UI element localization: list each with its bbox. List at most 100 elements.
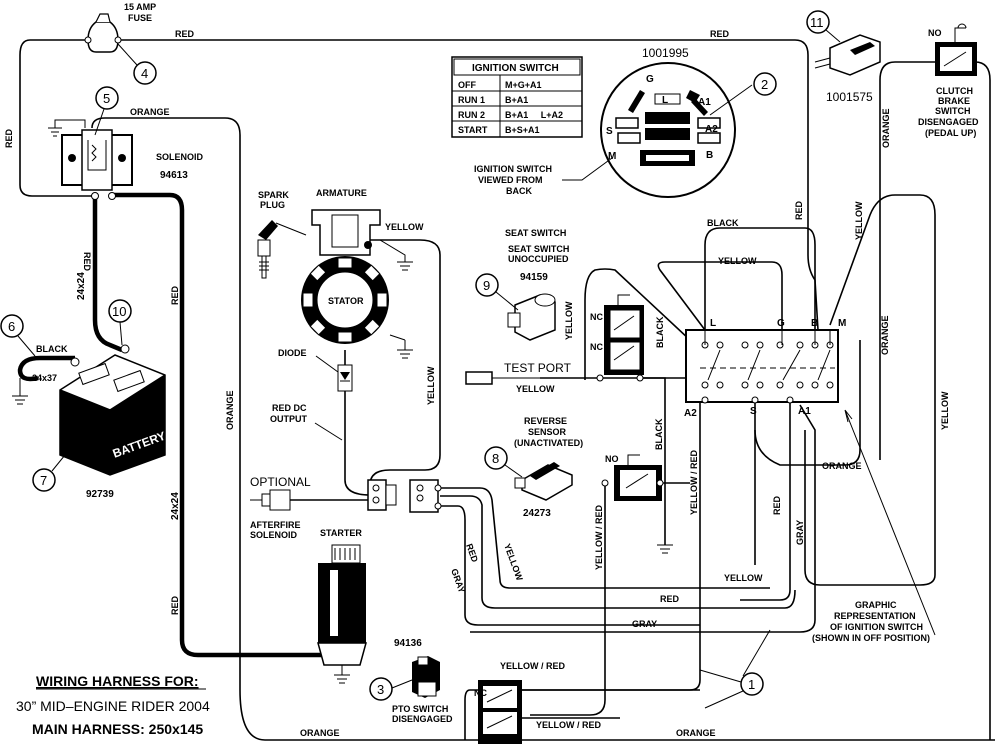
wire-yellow-testport: YELLOW — [516, 384, 555, 394]
wire-gray-lower: GRAY — [632, 619, 657, 629]
seat-switch: SEAT SWITCH SEAT SWITCH UNOCCUPIED 94159… — [505, 228, 644, 382]
black-wire-top — [704, 227, 816, 340]
orange-wire-s — [754, 340, 861, 466]
afterfire-label-2: SOLENOID — [250, 530, 298, 540]
wire-yellow-harness: YELLOW — [502, 542, 525, 582]
yellow-wire-right — [974, 61, 991, 740]
harness-title-l1: WIRING HARNESS FOR: — [36, 673, 199, 689]
svg-text:8: 8 — [492, 451, 499, 466]
yellow-wire-g — [657, 261, 783, 331]
terminal-a1: A1 — [698, 97, 711, 108]
clutch-no-label: NO — [928, 28, 942, 38]
battery: BATTERY 92739 24x37 — [12, 344, 167, 500]
table-conn-1: B+A1 — [505, 95, 528, 105]
ignition-switch-back: G L A1 A2 S M B 1001995 IGNITION SWITCH … — [474, 46, 753, 198]
seat-switch-l1: SEAT SWITCH — [508, 244, 569, 254]
harness-connector — [367, 479, 442, 513]
terminal-m: M — [608, 151, 616, 162]
yellow-red-wire-pto — [530, 483, 606, 716]
red-dc-label-1: RED DC — [272, 403, 307, 413]
svg-text:9: 9 — [483, 278, 490, 293]
callout-3: 3 — [369, 677, 413, 701]
terminal-s: S — [606, 126, 613, 137]
graphic-l1: GRAPHIC — [855, 600, 897, 610]
reverse-l3: (UNACTIVATED) — [514, 438, 583, 448]
afterfire-label-1: AFTERFIRE — [250, 520, 301, 530]
optional-label: OPTIONAL — [250, 475, 311, 489]
clutch-l1: CLUTCH — [936, 86, 973, 96]
ignition-graphic: L G B M A2 S A1 — [684, 318, 936, 636]
yellow-harness — [440, 487, 770, 589]
reverse-l1: REVERSE — [524, 416, 567, 426]
wire-red-left: RED — [4, 128, 14, 148]
svg-text:7: 7 — [40, 473, 47, 488]
red-dc-label-2: OUTPUT — [270, 414, 308, 424]
graphic-l2: REPRESENTATION — [834, 611, 916, 621]
callout-1: 1 — [699, 629, 771, 709]
callout-11: 11 — [806, 10, 841, 43]
wire-black-seat: BLACK — [655, 316, 665, 348]
red-wire-left — [19, 39, 95, 197]
red-dc-output: RED DC OUTPUT — [270, 403, 343, 441]
graphic-terminal-m: M — [838, 318, 846, 329]
graphic-terminal-s: S — [750, 406, 757, 417]
pto-wire-left — [464, 689, 478, 740]
solenoid: SOLENOID 94613 — [48, 119, 204, 200]
ignition-table-header: IGNITION SWITCH — [472, 63, 559, 74]
wire-yellow-stator-v: YELLOW — [426, 366, 436, 405]
reverse-no-label: NO — [605, 454, 619, 464]
pto-switch: 94136 PTO SWITCH DISENGAGED NC — [392, 638, 522, 744]
wire-orange-bottom-right: ORANGE — [676, 728, 716, 738]
afterfire-solenoid: OPTIONAL AFTERFIRE SOLENOID — [250, 475, 311, 540]
ignition-part: 1001995 — [642, 46, 689, 60]
callout-10: 10 — [108, 299, 132, 346]
pto-part: 94136 — [394, 638, 422, 649]
orange-wire-left — [91, 117, 241, 640]
graphic-l4: (SHOWN IN OFF POSITION) — [812, 633, 930, 643]
spark-plug: SPARK PLUG — [257, 190, 307, 279]
svg-text:4: 4 — [141, 66, 148, 81]
starter: STARTER — [317, 528, 367, 684]
test-port-label: TEST PORT — [504, 361, 572, 375]
callout-7: 7 — [32, 454, 66, 492]
seat-switch-l2: UNOCCUPIED — [508, 254, 569, 264]
wire-red-top: RED — [175, 29, 195, 39]
terminal-a2: A2 — [705, 124, 718, 135]
wire-red-harness: RED — [464, 542, 480, 564]
wires — [17, 39, 995, 741]
svg-text:5: 5 — [103, 91, 110, 106]
terminal-b: B — [706, 150, 713, 161]
gray-harness — [440, 505, 700, 626]
graphic-terminal-b: B — [811, 318, 818, 329]
yellow-wire-stator — [369, 239, 441, 486]
part-11-number: 1001575 — [826, 90, 873, 104]
reverse-sensor: REVERSE SENSOR (UNACTIVATED) 24273 — [514, 416, 583, 519]
table-conn-2: B+A1 L+A2 — [505, 110, 563, 120]
table-pos-2: RUN 2 — [458, 110, 485, 120]
fuse-type-label: FUSE — [128, 13, 152, 23]
graphic-terminal-g: G — [777, 318, 785, 329]
callout-2: 2 — [753, 72, 777, 96]
wire-yellow-right: YELLOW — [940, 391, 950, 430]
red-dc-wire — [344, 350, 371, 496]
armature: ARMATURE — [311, 188, 413, 271]
wire-red-lower-h: RED — [660, 594, 680, 604]
wire-gray-a1: GRAY — [795, 520, 805, 545]
gray-wire-a1 — [470, 404, 816, 633]
graphic-terminal-a1: A1 — [798, 406, 811, 417]
wire-yellow-red-pto2: YELLOW / RED — [536, 720, 602, 730]
wire-red-a1: RED — [772, 495, 782, 515]
ignition-table: IGNITION SWITCH OFF M+G+A1 RUN 1 B+A1 RU… — [451, 56, 583, 138]
callouts: 1 2 3 4 5 6 7 8 9 10 11 — [0, 10, 841, 709]
test-port: TEST PORT — [465, 361, 572, 385]
spark-plug-label-1: SPARK — [258, 190, 289, 200]
wire-yellow-red-pto: YELLOW / RED — [500, 661, 566, 671]
graphic-l3: OF IGNITION SWITCH — [830, 622, 923, 632]
wire-yellow-g: YELLOW — [718, 256, 757, 266]
clutch-l2: BRAKE — [938, 96, 970, 106]
harness-title-l2: 30” MID–ENGINE RIDER 2004 — [16, 698, 210, 714]
thick-cable-battery — [92, 195, 123, 353]
thick-cable-starter — [112, 192, 325, 658]
svg-text:11: 11 — [810, 15, 824, 30]
